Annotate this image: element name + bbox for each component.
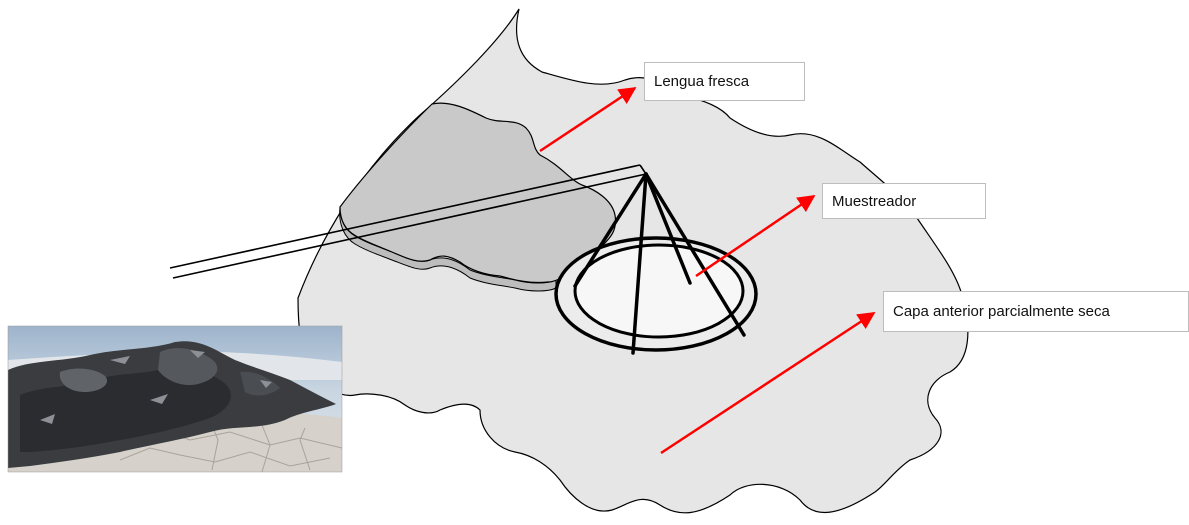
label-fresh-tongue: Lengua fresca [644, 62, 805, 101]
field-photo [8, 326, 342, 472]
label-fresh-tongue-text: Lengua fresca [654, 73, 749, 90]
label-previous-layer-text: Capa anterior parcialmente seca [893, 303, 1110, 320]
label-sampler-text: Muestreador [832, 193, 916, 210]
label-sampler: Muestreador [822, 183, 986, 219]
label-previous-layer: Capa anterior parcialmente seca [883, 291, 1189, 332]
